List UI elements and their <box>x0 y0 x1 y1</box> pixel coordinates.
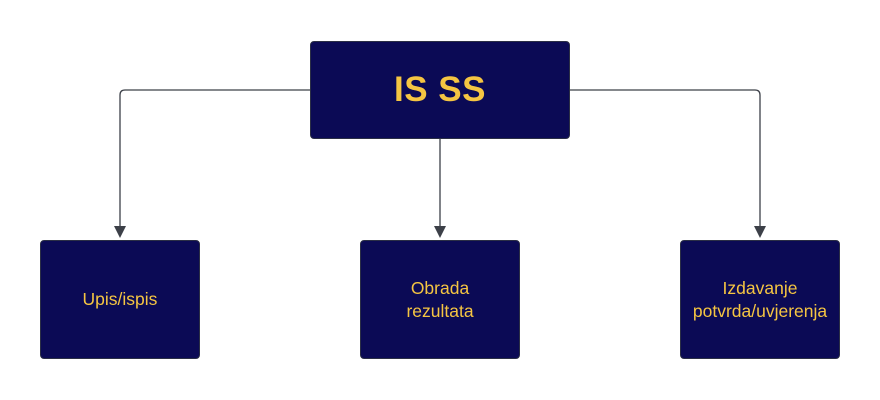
child-node-label-line: potvrda/uvjerenja <box>692 300 828 321</box>
child-node-label-line: Izdavanje <box>722 277 798 298</box>
child-node-label: Upis/ispis <box>83 288 158 311</box>
arrowhead-izdavanje <box>754 226 766 238</box>
child-node-label-line: Upis/ispis <box>82 289 158 309</box>
connector-root-to-izdavanje <box>570 89 761 228</box>
child-node-label-line: rezultata <box>406 300 474 321</box>
root-node-label: IS SS <box>394 70 486 109</box>
root-node: IS SS <box>310 41 570 139</box>
child-node-izdavanje: Izdavanje potvrda/uvjerenja <box>680 240 840 359</box>
child-node-label: Obrada rezultata <box>406 277 473 323</box>
child-node-obrada-rezultata: Obrada rezultata <box>360 240 520 359</box>
arrowhead-upis <box>114 226 126 238</box>
child-node-label-line: Obrada <box>410 277 470 298</box>
connector-root-to-upis <box>119 89 310 228</box>
child-node-upis-ispis: Upis/ispis <box>40 240 200 359</box>
child-node-label: Izdavanje potvrda/uvjerenja <box>693 277 827 323</box>
arrowhead-obrada <box>434 226 446 238</box>
